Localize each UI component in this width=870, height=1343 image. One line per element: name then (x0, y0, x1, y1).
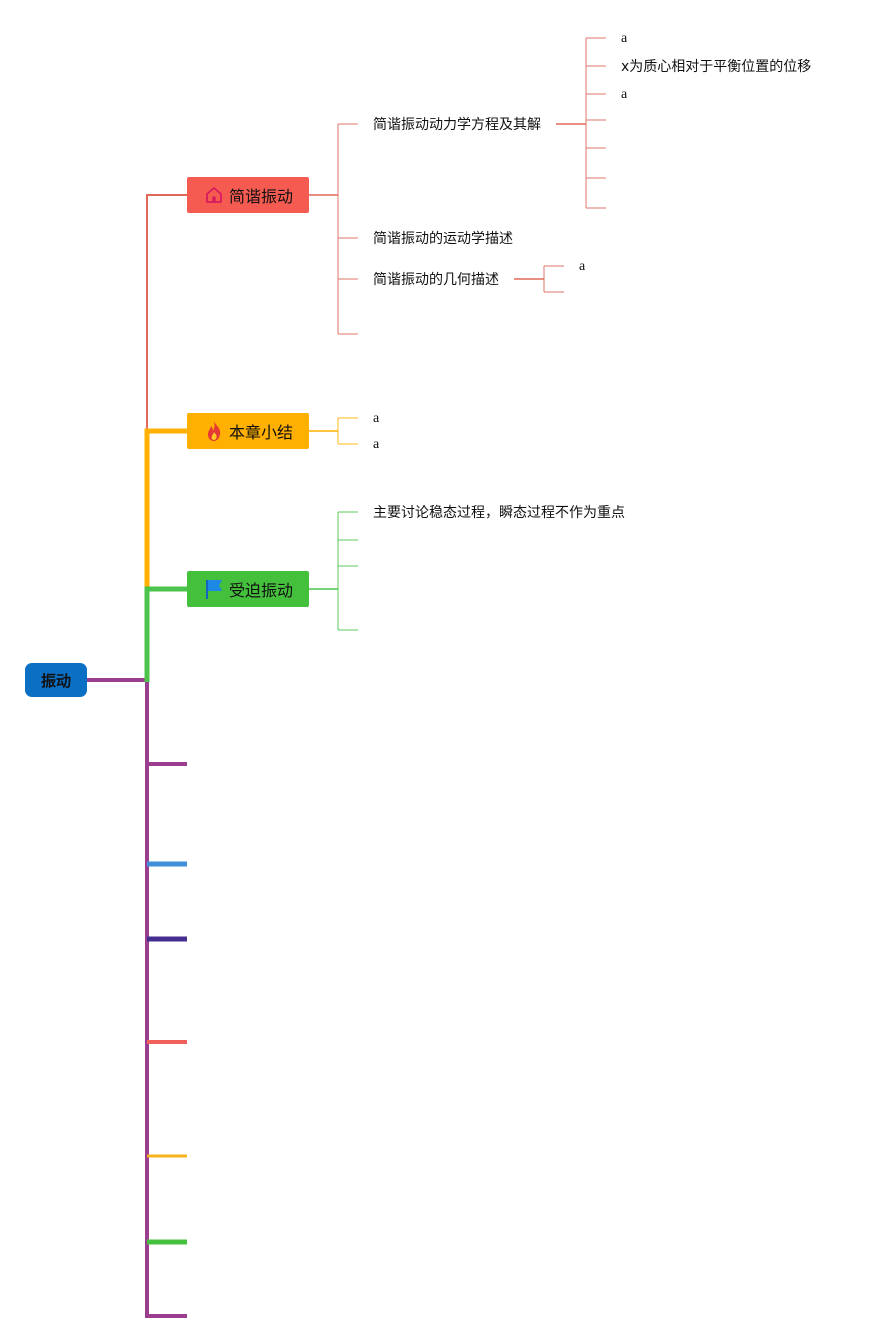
jianxie-subtree-lines (309, 37, 606, 335)
subtopic-item[interactable]: x为质心相对于平衡位置的位移 (621, 59, 812, 75)
summary-item[interactable]: a (373, 411, 380, 426)
forced-subtree-lines (309, 511, 358, 631)
branch-node-forced[interactable]: 受迫振动 (187, 571, 309, 607)
branch-connector-summary (144, 428, 187, 682)
root-node[interactable]: 振动 (25, 663, 87, 697)
summary-item[interactable]: a (373, 437, 380, 452)
branch-node-jianxie[interactable]: 简谐振动 (187, 177, 309, 213)
branch-label: 简谐振动 (228, 187, 293, 206)
branch-node-summary[interactable]: 本章小结 (187, 413, 309, 449)
subtopic-item[interactable]: a (621, 87, 628, 102)
fire-icon (203, 420, 225, 442)
flag-icon (203, 578, 225, 600)
summary-subtree-lines (309, 417, 358, 445)
house-icon (203, 184, 225, 206)
branch-label: 受迫振动 (228, 581, 293, 600)
topic-geometric-description[interactable]: 简谐振动的几何描述 (373, 272, 499, 288)
branch-connector-forced (144, 586, 187, 682)
topic-dynamics-equation[interactable]: 简谐振动动力学方程及其解 (373, 117, 541, 133)
subtopic-item[interactable]: a (621, 31, 628, 46)
subtopic-item[interactable]: a (579, 259, 586, 274)
branch-label: 本章小结 (228, 423, 293, 442)
topic-kinematic-description[interactable]: 简谐振动的运动学描述 (373, 231, 513, 247)
root-label: 振动 (40, 671, 71, 690)
branch-connector-jianxie (146, 194, 187, 680)
forced-topic-steady-state[interactable]: 主要讨论稳态过程，瞬态过程不作为重点 (373, 505, 625, 521)
